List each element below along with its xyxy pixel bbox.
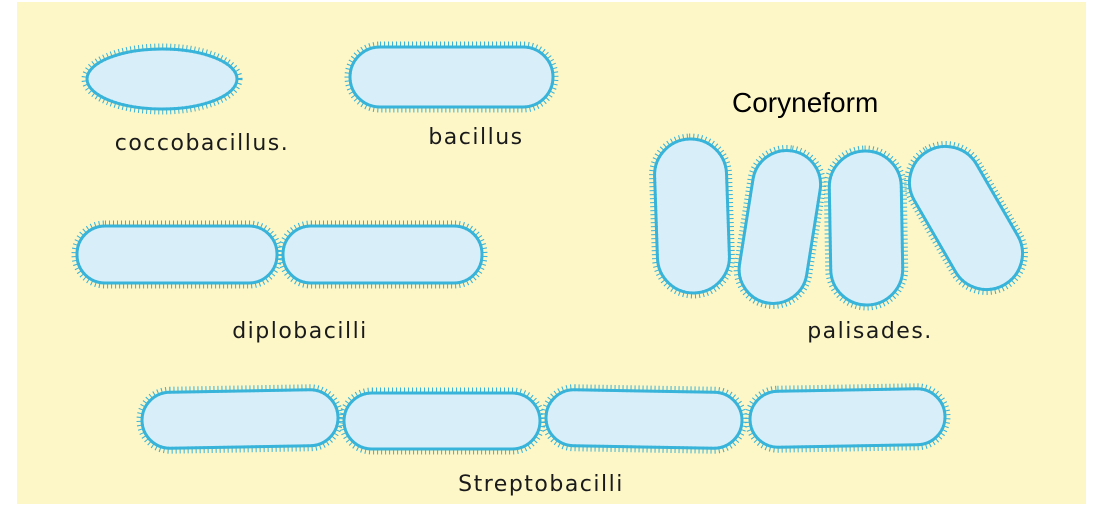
diplobacilli-cell <box>75 224 279 285</box>
diplobacilli-cell <box>281 224 484 285</box>
streptobacilli-cell-body <box>750 388 946 447</box>
streptobacilli-cell <box>139 387 340 450</box>
coccobacillus-cell-body <box>87 49 237 109</box>
diplobacilli-cell-body <box>283 226 482 283</box>
palisade-cell <box>651 136 732 297</box>
coccobacillus-cell <box>85 47 239 111</box>
diplobacilli-label: diplobacilli <box>232 319 368 344</box>
palisade-cell-body <box>829 150 904 305</box>
bacillus-cell-body <box>350 47 553 107</box>
bacillus-label: bacillus <box>428 125 523 150</box>
streptobacilli-cell-body <box>546 389 743 448</box>
streptobacilli-label: Streptobacilli <box>458 472 624 497</box>
diplobacilli-cell-body <box>77 226 277 283</box>
palisade-cell <box>827 148 906 307</box>
streptobacilli-cell-body <box>344 393 540 449</box>
streptobacilli-cell <box>342 391 542 451</box>
streptobacilli-cell <box>543 387 744 450</box>
palisades-label: palisades. <box>807 319 933 344</box>
coccobacillus-label: coccobacillus. <box>115 131 289 156</box>
palisade-cell-body <box>653 138 730 294</box>
streptobacilli-cell <box>747 386 947 449</box>
streptobacilli-cell-body <box>142 389 339 448</box>
coryneform-title: Coryneform <box>732 87 878 118</box>
bacillus-cell <box>348 45 555 109</box>
